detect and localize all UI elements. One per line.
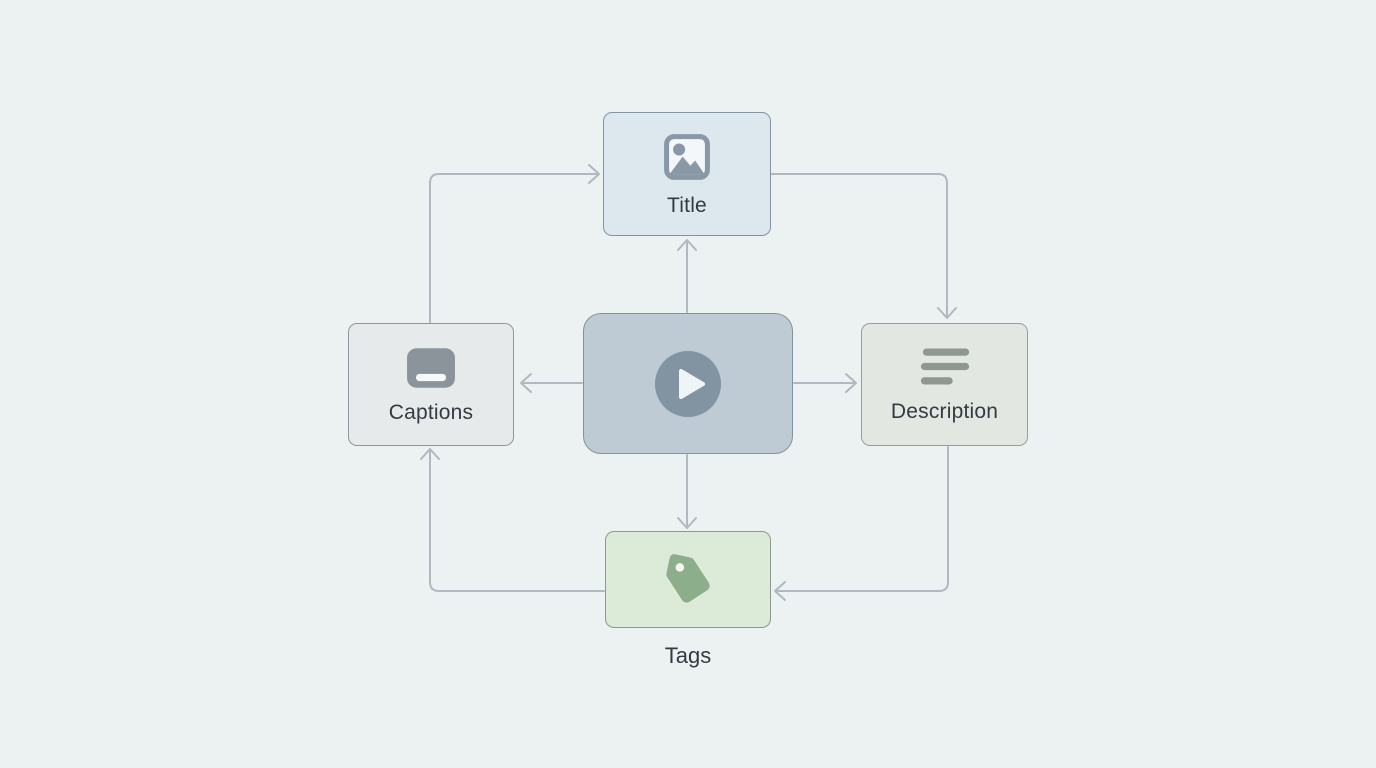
captions-icon (407, 347, 455, 388)
image-icon (664, 134, 710, 180)
edge-video-to-title (677, 239, 697, 313)
play-icon (655, 350, 721, 417)
edge-video-to-description (793, 373, 857, 393)
edge-captions-to-title (429, 164, 600, 324)
node-captions: Captions (348, 323, 514, 446)
edge-tags-to-captions (420, 448, 605, 592)
node-description-label: Description (890, 399, 999, 423)
node-title-label: Title (667, 194, 707, 217)
tag-icon (666, 553, 710, 603)
node-description: Description (861, 323, 1028, 446)
node-video (583, 313, 793, 454)
edge-description-to-tags (774, 446, 949, 601)
node-captions-label: Captions (388, 400, 474, 424)
node-tags (605, 531, 771, 628)
edge-video-to-tags (677, 454, 697, 529)
edge-video-to-captions (520, 373, 583, 393)
node-tags-label: Tags (664, 643, 712, 668)
node-title: Title (603, 112, 771, 236)
edge-title-to-description (770, 173, 957, 319)
text-lines-icon (920, 348, 969, 384)
